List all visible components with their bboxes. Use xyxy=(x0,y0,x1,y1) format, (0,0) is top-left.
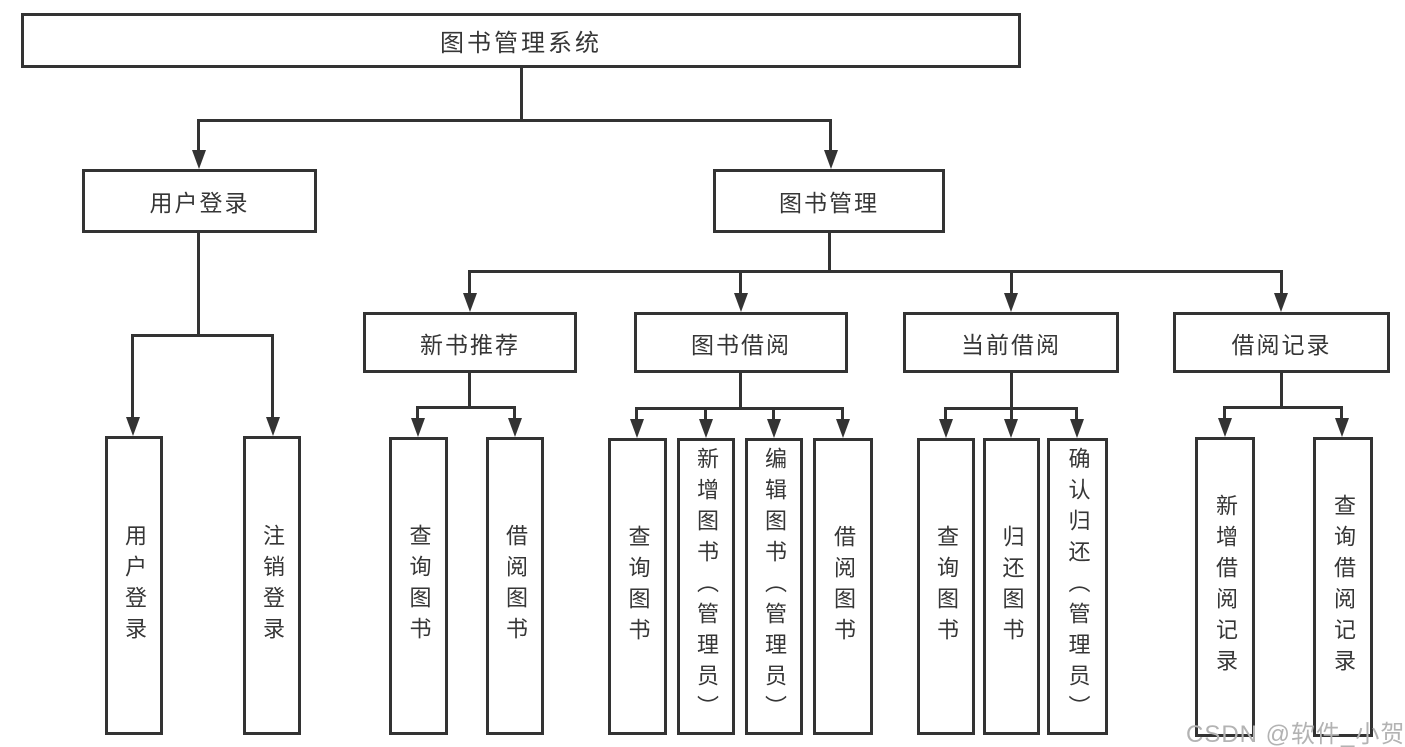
split-hline xyxy=(468,270,1283,273)
leaf-logout: 注销登录 xyxy=(243,436,301,735)
trunk-vline xyxy=(197,230,200,337)
leaf-query-books-borrow: 查询图书 xyxy=(608,438,667,735)
node-book-borrow: 图书借阅 xyxy=(634,312,848,373)
arrow-down-icon xyxy=(1274,293,1288,312)
branch-vline xyxy=(635,407,638,421)
arrow-down-icon xyxy=(824,150,838,169)
node-root-label: 图书管理系统 xyxy=(440,30,602,57)
leaf-query-books-recommend-label: 查询图书 xyxy=(406,524,432,648)
leaf-query-borrow-record-label: 查询借阅记录 xyxy=(1331,494,1356,680)
trunk-vline xyxy=(520,65,523,122)
leaf-borrow-books-recommend-label: 借阅图书 xyxy=(503,524,528,648)
trunk-vline xyxy=(1280,370,1283,409)
branch-vline xyxy=(131,334,134,419)
node-root: 图书管理系统 xyxy=(21,13,1021,68)
csdn-watermark: CSDN @软件_小贺同学 xyxy=(1186,721,1405,747)
branch-vline xyxy=(704,407,707,421)
node-current-borrow: 当前借阅 xyxy=(903,312,1119,373)
arrow-down-icon xyxy=(699,419,713,438)
leaf-edit-book-admin-label: 编辑图书（管理员） xyxy=(762,447,787,726)
arrow-down-icon xyxy=(630,419,644,438)
node-current-borrow-label: 当前借阅 xyxy=(961,331,1061,358)
trunk-vline xyxy=(828,230,831,273)
leaf-return-book-label: 归还图书 xyxy=(999,524,1025,649)
leaf-confirm-return-admin-label: 确认归还（管理员） xyxy=(1065,447,1091,726)
branch-vline xyxy=(1340,406,1343,420)
split-hline xyxy=(1223,406,1343,409)
arrow-down-icon xyxy=(1218,418,1232,437)
leaf-query-books-current-label: 查询图书 xyxy=(934,524,959,649)
arrow-down-icon xyxy=(836,419,850,438)
split-hline xyxy=(635,407,844,410)
branch-vline xyxy=(1223,406,1226,420)
leaf-borrow-books-borrow-label: 借阅图书 xyxy=(831,524,856,649)
leaf-user-login-label: 用户登录 xyxy=(122,523,147,648)
node-new-book-recommend: 新书推荐 xyxy=(363,312,577,373)
node-book-borrow-label: 图书借阅 xyxy=(691,331,791,358)
branch-vline xyxy=(468,270,471,295)
leaf-add-book-admin: 新增图书（管理员） xyxy=(677,438,735,735)
arrow-down-icon xyxy=(192,150,206,169)
leaf-borrow-books-recommend: 借阅图书 xyxy=(486,437,544,735)
branch-vline xyxy=(1010,270,1013,295)
branch-vline xyxy=(772,407,775,421)
leaf-logout-label: 注销登录 xyxy=(260,523,285,648)
branch-vline xyxy=(841,407,844,421)
arrow-down-icon xyxy=(266,417,280,436)
arrow-down-icon xyxy=(463,293,477,312)
leaf-borrow-books-borrow: 借阅图书 xyxy=(813,438,873,735)
leaf-return-book: 归还图书 xyxy=(983,438,1040,735)
branch-vline xyxy=(271,334,274,419)
leaf-query-books-current: 查询图书 xyxy=(917,438,975,735)
node-user-login-label: 用户登录 xyxy=(149,190,250,216)
leaf-query-books-recommend: 查询图书 xyxy=(389,437,448,735)
trunk-vline xyxy=(739,370,742,410)
branch-vline xyxy=(1010,407,1013,421)
split-hline xyxy=(131,334,274,337)
branch-vline xyxy=(1280,270,1283,295)
arrow-down-icon xyxy=(1004,293,1018,312)
leaf-add-book-admin-label: 新增图书（管理员） xyxy=(694,447,719,726)
leaf-add-borrow-record-label: 新增借阅记录 xyxy=(1213,494,1238,680)
branch-vline xyxy=(829,119,832,153)
branch-vline xyxy=(944,407,947,421)
arrow-down-icon xyxy=(734,293,748,312)
arrow-down-icon xyxy=(508,418,522,437)
branch-vline xyxy=(1075,407,1078,421)
node-user-login: 用户登录 xyxy=(82,169,317,233)
arrow-down-icon xyxy=(939,419,953,438)
leaf-user-login: 用户登录 xyxy=(105,436,163,735)
node-book-management: 图书管理 xyxy=(713,169,945,233)
branch-vline xyxy=(197,119,200,153)
leaf-edit-book-admin: 编辑图书（管理员） xyxy=(745,438,803,735)
arrow-down-icon xyxy=(126,417,140,436)
branch-vline xyxy=(513,406,516,420)
node-book-management-label: 图书管理 xyxy=(779,190,879,216)
leaf-add-borrow-record: 新增借阅记录 xyxy=(1195,437,1255,737)
split-hline xyxy=(197,119,832,122)
branch-vline xyxy=(739,270,742,295)
node-borrow-records-label: 借阅记录 xyxy=(1231,331,1332,358)
leaf-query-borrow-record: 查询借阅记录 xyxy=(1313,437,1373,737)
leaf-confirm-return-admin: 确认归还（管理员） xyxy=(1047,438,1108,735)
arrow-down-icon xyxy=(767,419,781,438)
arrow-down-icon xyxy=(1004,419,1018,438)
node-borrow-records: 借阅记录 xyxy=(1173,312,1390,373)
leaf-query-books-borrow-label: 查询图书 xyxy=(625,524,651,649)
arrow-down-icon xyxy=(1335,418,1349,437)
trunk-vline xyxy=(1010,370,1013,410)
split-hline xyxy=(416,406,516,409)
branch-vline xyxy=(416,406,419,420)
arrow-down-icon xyxy=(1070,419,1084,438)
arrow-down-icon xyxy=(411,418,425,437)
trunk-vline xyxy=(468,370,471,409)
node-new-book-recommend-label: 新书推荐 xyxy=(420,331,520,358)
